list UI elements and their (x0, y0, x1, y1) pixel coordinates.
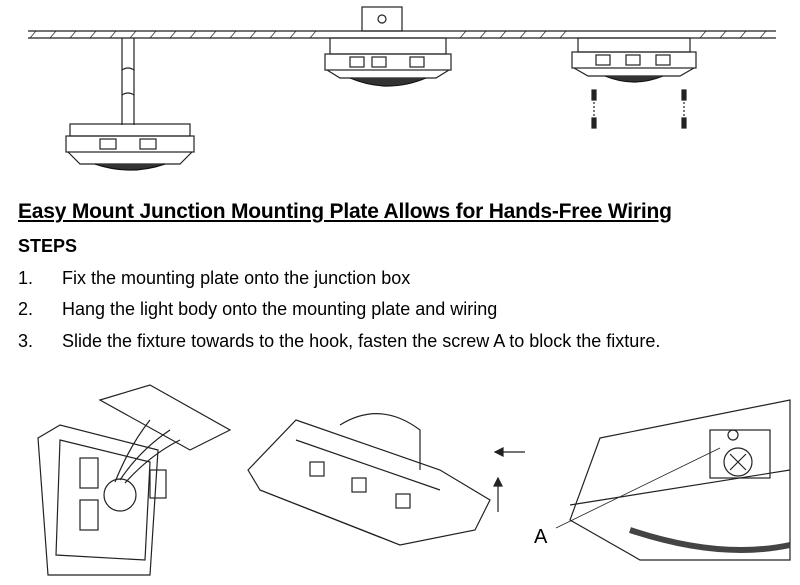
pendant-fixture-drawing (65, 38, 195, 171)
hanging-body-drawing (247, 413, 525, 546)
mounting-plate-wiring-drawing (37, 384, 232, 576)
page-title: Easy Mount Junction Mounting Plate Allow… (18, 200, 672, 223)
screw-detail-drawing (555, 399, 791, 561)
step-item: 3. Slide the fixture towards to the hook,… (18, 331, 660, 352)
steps-heading: STEPS (18, 236, 78, 256)
fixture-with-screws-drawing (571, 37, 697, 129)
ceiling-line (28, 30, 776, 39)
step-item: 1. Fix the mounting plate onto the juncti… (18, 268, 410, 289)
step-text: Slide the fixture towards to the hook, f… (62, 331, 661, 351)
step-text: Hang the light body onto the mounting pl… (62, 299, 498, 319)
step-number: 3. (18, 331, 34, 351)
ceiling-mount-fixture-drawing (324, 6, 452, 87)
step-number: 2. (18, 299, 34, 319)
step-text: Fix the mounting plate onto the junction… (62, 268, 411, 288)
screw-callout-label: A (534, 526, 548, 548)
step-item: 2. Hang the light body onto the mounting … (18, 299, 497, 320)
step-number: 1. (18, 268, 34, 288)
